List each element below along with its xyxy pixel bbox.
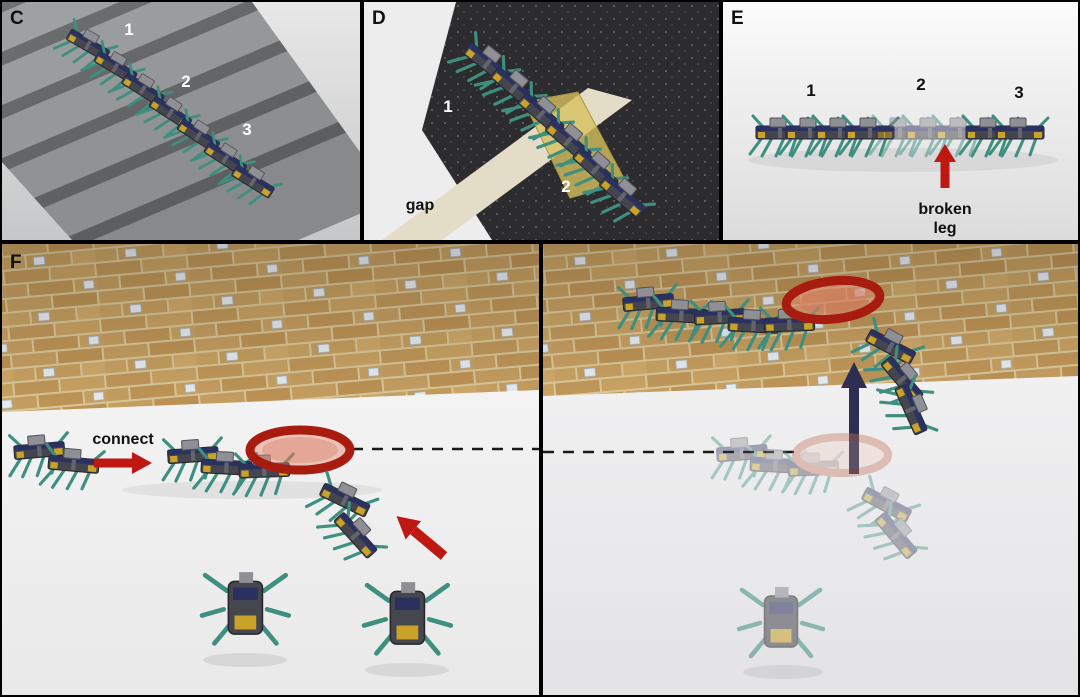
robot-marker-2: 2 <box>561 177 570 196</box>
panel-e-broken-leg: E 1 2 3 broken leg <box>723 2 1078 240</box>
robot-marker-3: 3 <box>242 120 251 139</box>
panel-d-canvas: D 1 2 gap <box>364 2 719 240</box>
chain-shadow <box>122 481 382 499</box>
panel-f-right-canvas <box>543 244 1078 695</box>
robot-marker-2: 2 <box>916 75 925 94</box>
red-ring-carried <box>781 275 885 325</box>
robot-marker-1: 1 <box>443 97 452 116</box>
ghost-previous-position <box>707 432 930 576</box>
broken-leg-label-line2: leg <box>933 220 956 237</box>
panel-e-letter: E <box>731 8 744 29</box>
panel-c-stairs: C 1 2 3 <box>2 2 360 240</box>
brick-shading <box>2 244 539 412</box>
robot-shadow <box>203 653 287 667</box>
robot-marker-1: 1 <box>124 20 133 39</box>
chain-shadow <box>748 148 1058 172</box>
gap-label: gap <box>406 197 435 214</box>
panel-d-gap: D 1 2 gap <box>364 2 719 240</box>
panel-d-letter: D <box>372 8 386 29</box>
panel-f-right-carry <box>543 244 1078 695</box>
broken-leg-arrow <box>934 144 956 188</box>
robot-marker-3: 3 <box>1014 83 1023 102</box>
panel-f-left-canvas: F connect <box>2 244 539 695</box>
approach-arrow <box>396 516 448 560</box>
ghost-ring <box>792 433 892 477</box>
panel-e-canvas: E 1 2 3 broken leg <box>723 2 1078 240</box>
panel-c-letter: C <box>10 8 24 29</box>
connect-label: connect <box>92 431 154 448</box>
robot-shadow <box>365 663 449 677</box>
panel-f-left-connect: F connect <box>2 244 539 695</box>
broken-leg-label-line1: broken <box>918 201 971 218</box>
robot-marker-2: 2 <box>181 72 190 91</box>
panel-f-letter: F <box>10 252 22 273</box>
connect-arrow <box>94 452 152 474</box>
motion-arrow-navy <box>841 362 867 474</box>
robot-marker-1: 1 <box>806 81 815 100</box>
panel-c-canvas: C 1 2 3 <box>2 2 360 240</box>
ghost-single-robot <box>739 587 823 679</box>
red-ring <box>245 425 355 475</box>
